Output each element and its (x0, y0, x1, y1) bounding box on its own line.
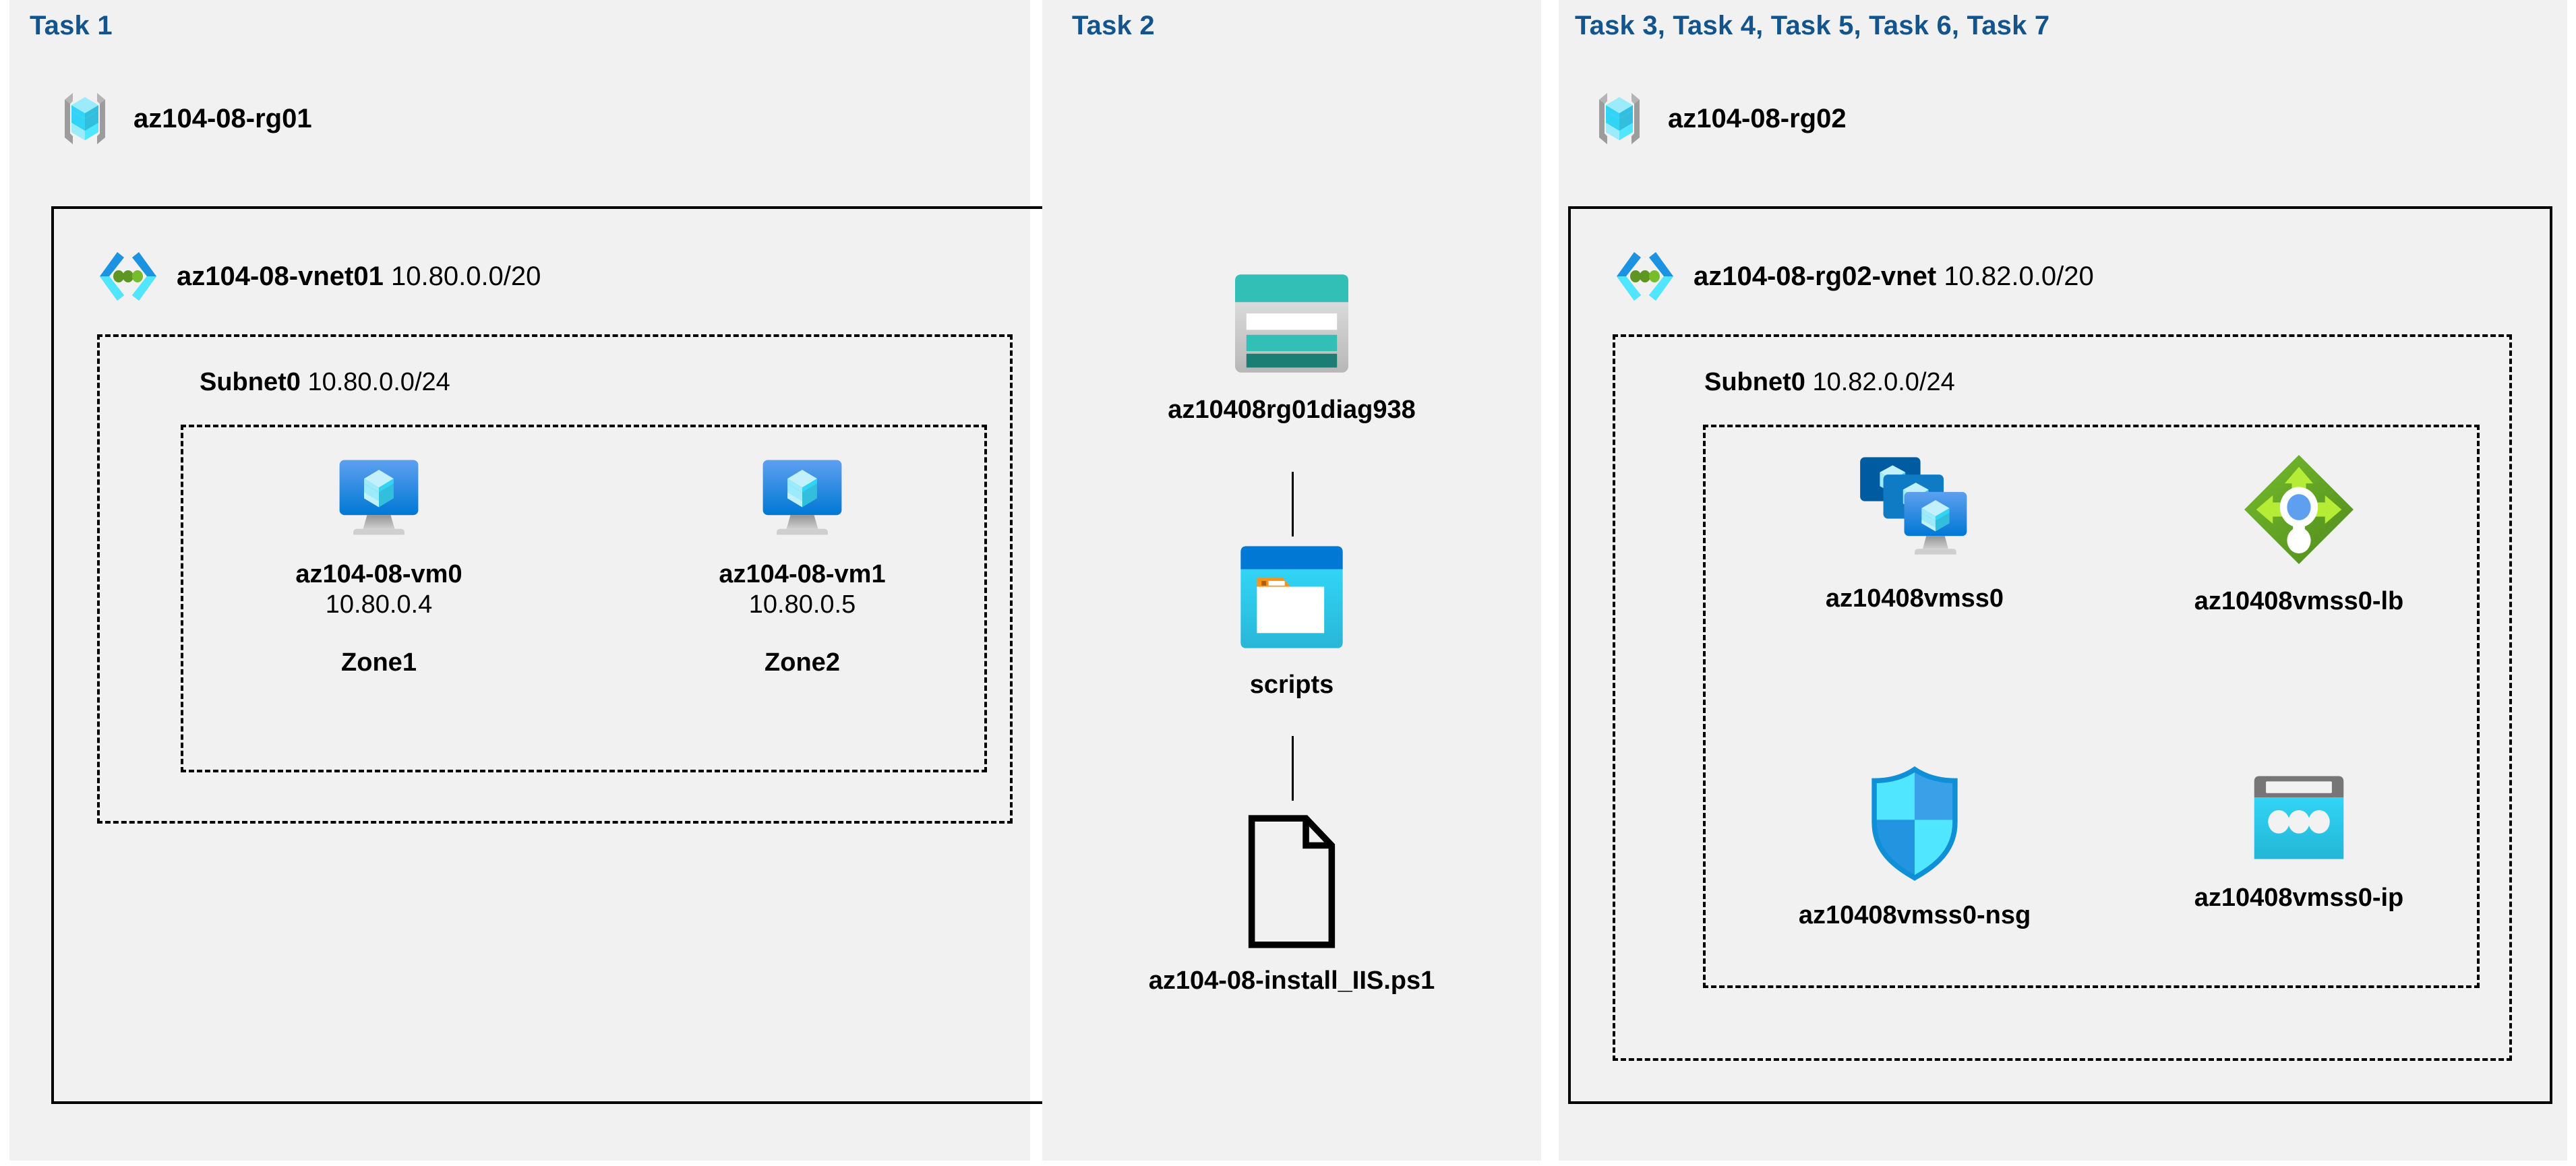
file-icon (1247, 812, 1337, 951)
node-az104-08-vm1[interactable]: az104-08-vm1 10.80.0.5 Zone2 (674, 446, 930, 677)
blob-container-icon (1234, 539, 1350, 655)
task3to7-vnet-header: az104-08-rg02-vnet 10.82.0.0/20 (1611, 243, 2094, 310)
task3to7-subnet-label: Subnet0 10.82.0.0/24 (1704, 368, 1955, 396)
task2-label: Task 2 (1072, 11, 1155, 40)
node-label-zone: Zone2 (765, 648, 840, 677)
node-label-ip: 10.80.0.4 (325, 590, 433, 619)
node-label-name: az104-08-vm0 (295, 560, 462, 588)
task3to7-resource-group-box (1703, 425, 2480, 988)
vm-scale-set-icon (1850, 450, 1979, 566)
node-label-ip: 10.80.0.5 (748, 590, 856, 619)
node-az10408vmss0-lb[interactable]: az10408vmss0-lb (2137, 450, 2461, 617)
node-az10408rg01diag938[interactable]: az10408rg01diag938 (1096, 267, 1487, 425)
task3to7-vnet-box (1568, 206, 2552, 1104)
task1-subnet-label: Subnet0 10.80.0.0/24 (200, 368, 450, 396)
connector-storage-to-scripts (1292, 472, 1294, 536)
panel-task1 (9, 0, 1030, 1161)
task3to7-subnet-box (1613, 334, 2512, 1061)
virtual-machine-icon (753, 446, 851, 545)
task1-vnet-header: az104-08-vnet01 10.80.0.0/20 (94, 243, 541, 310)
load-balancer-icon (2240, 450, 2358, 569)
node-label-name: scripts (1249, 671, 1334, 699)
panel-task3to7 (1559, 0, 2567, 1161)
node-label-name: az10408vmss0-nsg (1798, 901, 2031, 929)
task1-resource-group-name: az104-08-rg01 (133, 103, 312, 133)
task1-vnet-name: az104-08-vnet01 10.80.0.0/20 (177, 261, 541, 291)
network-security-group-icon (1863, 764, 1966, 883)
task3to7-resource-group-name: az104-08-rg02 (1668, 103, 1847, 133)
node-az10408vmss0-ip[interactable]: az10408vmss0-ip (2137, 770, 2461, 913)
task3to7-label: Task 3, Task 4, Task 5, Task 6, Task 7 (1575, 11, 2050, 40)
node-label-name: az10408vmss0-ip (2194, 884, 2404, 912)
node-scripts-container[interactable]: scripts (1157, 539, 1427, 700)
node-label-name: az10408rg01diag938 (1168, 396, 1416, 424)
task1-subnet-box (97, 334, 1013, 824)
task1-resource-group-header: az104-08-rg01 (51, 85, 312, 152)
node-label-name: az10408vmss0-lb (2194, 587, 2404, 615)
connector-scripts-to-file (1292, 736, 1294, 801)
public-ip-address-icon (2245, 770, 2353, 865)
storage-account-icon (1228, 267, 1355, 380)
virtual-network-icon (1611, 243, 1679, 310)
task1-label: Task 1 (30, 11, 113, 40)
task3to7-vnet-name: az104-08-rg02-vnet 10.82.0.0/20 (1694, 261, 2094, 291)
virtual-machine-icon (330, 446, 428, 545)
node-az10408vmss0[interactable]: az10408vmss0 (1753, 450, 2076, 614)
node-label-name: az104-08-install_IIS.ps1 (1148, 966, 1435, 995)
node-install-iis-script[interactable]: az104-08-install_IIS.ps1 (1083, 812, 1501, 996)
task3to7-resource-group-header: az104-08-rg02 (1586, 85, 1847, 152)
node-label-zone: Zone1 (341, 648, 417, 677)
node-label-name: az104-08-vm1 (719, 560, 886, 588)
resource-group-icon (1586, 85, 1653, 152)
node-az104-08-vm0[interactable]: az104-08-vm0 10.80.0.4 Zone1 (251, 446, 507, 677)
resource-group-icon (51, 85, 119, 152)
virtual-network-icon (94, 243, 162, 310)
task1-vm-group-box (181, 425, 987, 772)
node-az10408vmss0-nsg[interactable]: az10408vmss0-nsg (1753, 764, 2076, 931)
node-label-name: az10408vmss0 (1825, 584, 2004, 613)
